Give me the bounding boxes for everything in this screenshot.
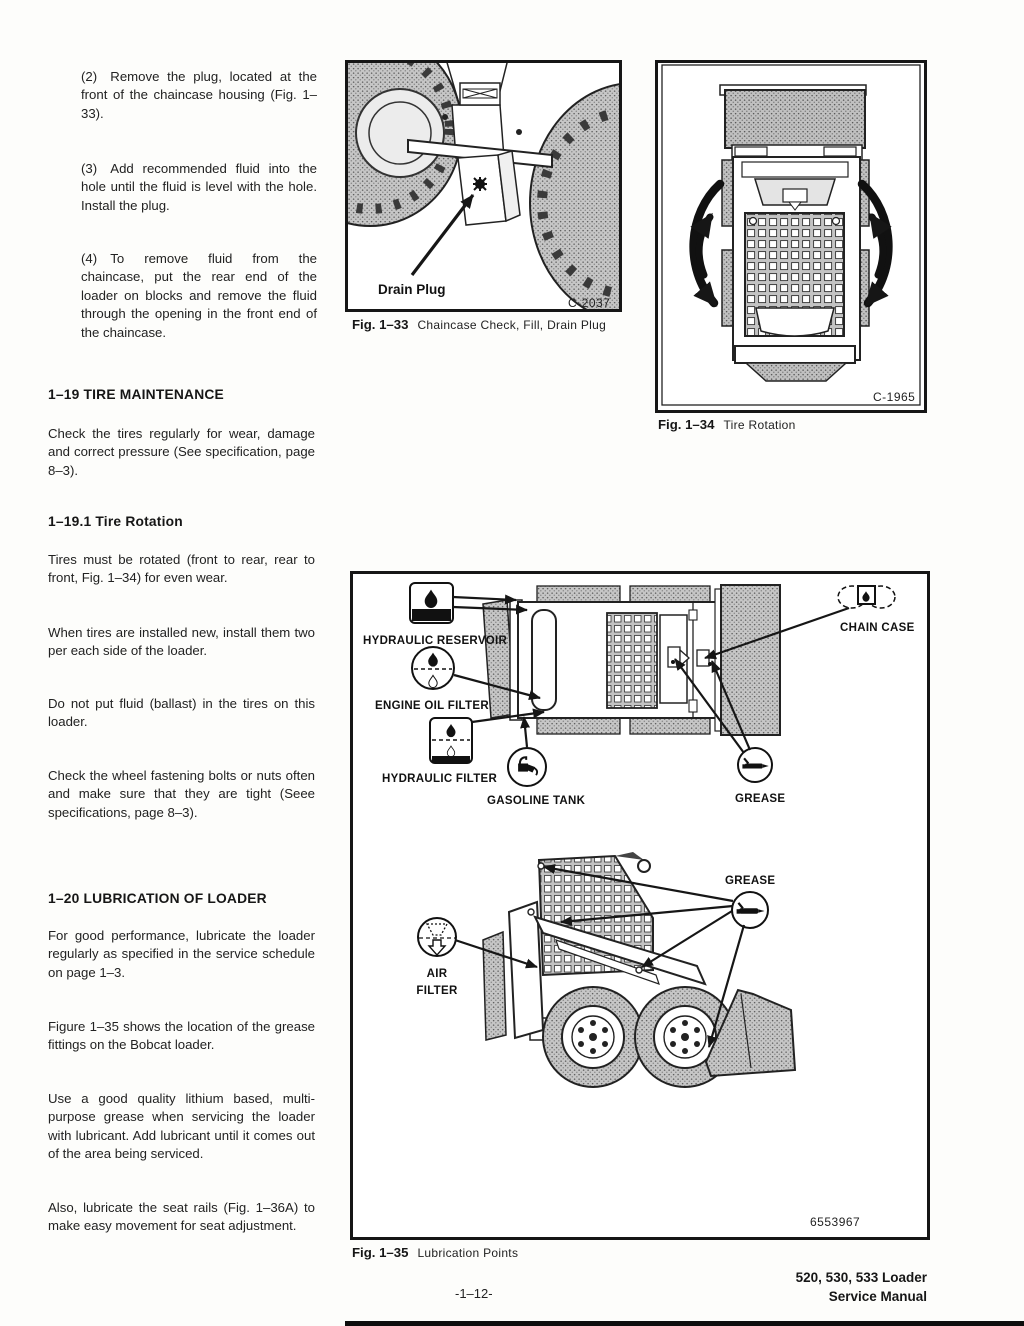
figure-1-33-caption: Fig. 1–33 Chaincase Check, Fill, Drain Pl…: [352, 316, 606, 334]
rotation-arrow-right-up: [868, 212, 892, 279]
drain-plug-label: Drain Plug: [378, 282, 446, 297]
heading-tire-maintenance: 1–19 TIRE MAINTENANCE: [48, 387, 224, 402]
figure-1-34-title: Tire Rotation: [723, 418, 796, 432]
label-grease-side: GREASE: [725, 875, 776, 887]
photo-id-c2037: C-2037: [568, 296, 611, 310]
heading-tire-rotation: 1–19.1 Tire Rotation: [48, 514, 183, 529]
label-air-filter: AIR FILTER: [387, 966, 487, 1000]
label-grease-top: GREASE: [735, 793, 786, 805]
grease-icon-side: [731, 891, 769, 929]
paragraph-remove-plug: (2) Remove the plug, located at the fron…: [81, 69, 317, 121]
figure-1-35-lubrication: HYDRAULIC RESERVOIR ENGINE OIL FILTER HY…: [350, 571, 930, 1240]
paragraph-remove-fluid: (4) To remove fluid from the chaincase, …: [81, 251, 317, 340]
figure-1-34-tire-rotation: C-1965: [655, 60, 927, 413]
lubrication-points-illustration: [409, 582, 896, 1088]
air-filter-icon: [417, 917, 457, 957]
paragraph-install-new: When tires are installed new, install th…: [48, 625, 315, 659]
grease-icon-top: [737, 747, 773, 783]
rotation-arrow-left-down: [689, 179, 725, 308]
tire-rotation-illustration: [661, 64, 921, 406]
page-number: -1–12-: [455, 1286, 493, 1301]
label-hydraulic-filter: HYDRAULIC FILTER: [382, 773, 498, 785]
paragraph-check-tires: Check the tires regularly for wear, dama…: [48, 426, 315, 478]
hydraulic-reservoir-icon: [409, 582, 454, 624]
label-air-filter-line2: FILTER: [416, 985, 458, 997]
rotation-arrow-right-down: [857, 179, 893, 308]
top-view-leader-arrows: [452, 594, 850, 754]
label-air-filter-line1: AIR: [426, 968, 448, 980]
chain-case-icon: [837, 585, 896, 609]
figure-1-35-title: Lubrication Points: [417, 1246, 519, 1260]
figure-1-33-chaincase: Drain Plug C-2037: [345, 60, 622, 312]
paragraph-no-ballast: Do not put fluid (ballast) in the tires …: [48, 696, 315, 730]
paragraph-seat-rails: Also, lubricate the seat rails (Fig. 1–3…: [48, 1200, 315, 1234]
page-bottom-rule: [345, 1321, 1024, 1326]
photo-id-c1965: C-1965: [873, 390, 916, 404]
drain-plug-marker: [473, 177, 487, 191]
gasoline-tank-icon: [507, 747, 547, 787]
figure-1-33-number: Fig. 1–33: [352, 317, 409, 332]
figure-1-35-caption: Fig. 1–35 Lubrication Points: [352, 1244, 518, 1262]
paragraph-lithium-grease: Use a good quality lithium based, multi-…: [48, 1091, 315, 1162]
figure-1-33-title: Chaincase Check, Fill, Drain Plug: [417, 318, 607, 332]
hydraulic-filter-icon: [429, 717, 473, 764]
label-gasoline-tank: GASOLINE TANK: [487, 795, 586, 807]
engine-oil-filter-icon: [411, 646, 455, 690]
paragraph-add-fluid: (3) Add recommended fluid into the hole …: [81, 161, 317, 213]
rotation-arrow-left-up: [690, 212, 714, 279]
figure-1-34-number: Fig. 1–34: [658, 417, 715, 432]
figure-1-34-caption: Fig. 1–34 Tire Rotation: [658, 416, 796, 434]
heading-lubrication: 1–20 LUBRICATION OF LOADER: [48, 891, 267, 906]
footer-model-line: 520, 530, 533 Loader: [795, 1270, 927, 1285]
paragraph-lube-schedule: For good performance, lubricate the load…: [48, 928, 315, 980]
label-engine-oil-filter: ENGINE OIL FILTER: [375, 700, 489, 712]
side-view-leader-arrows: [454, 864, 746, 1048]
label-chain-case: CHAIN CASE: [840, 622, 915, 634]
figure-1-35-number: Fig. 1–35: [352, 1245, 409, 1260]
paragraph-rotate-tires: Tires must be rotated (front to rear, re…: [48, 552, 315, 586]
footer-manual-title: 520, 530, 533 Loader Service Manual: [796, 1268, 927, 1306]
paragraph-fig35-refers: Figure 1–35 shows the location of the gr…: [48, 1019, 315, 1053]
chaincase-drain-illustration: [348, 63, 619, 309]
wheels: [542, 986, 736, 1088]
paragraph-wheel-bolts: Check the wheel fastening bolts or nuts …: [48, 768, 315, 820]
part-number-6553967: 6553967: [810, 1215, 861, 1229]
label-hydraulic-reservoir: HYDRAULIC RESERVOIR: [363, 635, 508, 647]
footer-manual-line: Service Manual: [828, 1289, 927, 1304]
